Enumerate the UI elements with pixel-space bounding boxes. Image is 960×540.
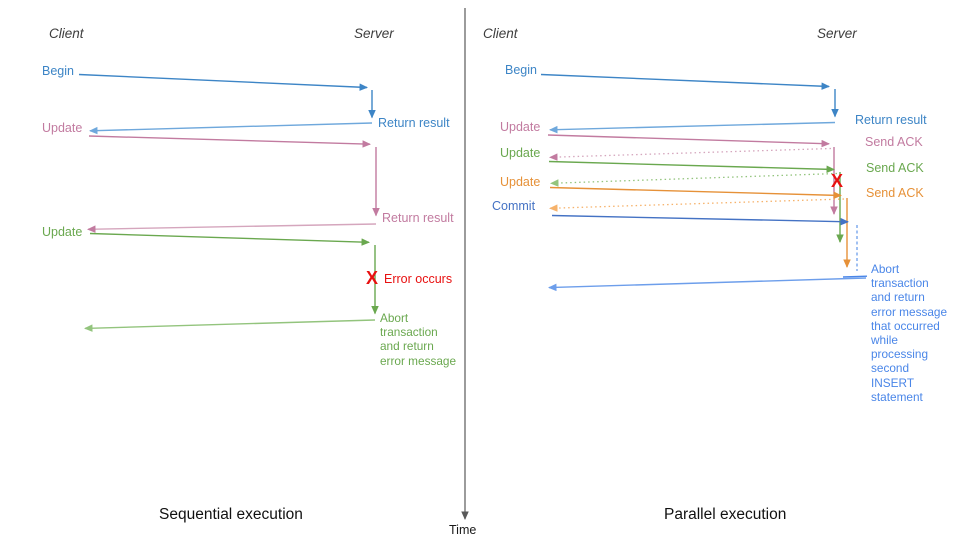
right-begin-label: Begin — [505, 63, 537, 77]
left-error-x-icon: X — [366, 268, 379, 288]
left-return-result-2-label: Return result — [382, 211, 454, 225]
right-return-result-label: Return result — [855, 113, 927, 127]
time-axis-label: Time — [449, 523, 477, 537]
right-update-1-label: Update — [500, 120, 541, 134]
right-abort-label: Abort transaction and return error messa… — [871, 262, 948, 404]
right-client-header: Client — [483, 26, 518, 41]
par-begin-flow — [540, 73, 839, 134]
right-send-ack-1-label: Send ACK — [865, 135, 923, 149]
left-begin-label: Begin — [42, 64, 74, 78]
par-update1-flow — [547, 134, 838, 215]
par-update2-flow — [548, 160, 844, 243]
seq-begin-flow — [78, 73, 376, 135]
seq-update1-flow — [87, 135, 380, 233]
left-caption: Sequential execution — [159, 506, 303, 523]
right-update-3-label: Update — [500, 175, 541, 189]
right-server-header: Server — [817, 26, 857, 41]
left-abort-label: Abort transaction and return error messa… — [380, 311, 457, 368]
left-client-header: Client — [49, 26, 84, 41]
left-update-1-label: Update — [42, 121, 83, 135]
par-update3-flow — [549, 186, 851, 268]
right-caption: Parallel execution — [664, 506, 787, 523]
seq-update2-flow — [84, 232, 379, 332]
left-update-2-label: Update — [42, 225, 83, 239]
right-send-ack-2-label: Send ACK — [866, 161, 924, 175]
par-commit-flow — [548, 214, 868, 292]
left-error-occurs-label: Error occurs — [384, 272, 453, 286]
left-server-header: Server — [354, 26, 394, 41]
right-commit-label: Commit — [492, 199, 536, 213]
right-update-2-label: Update — [500, 146, 541, 160]
right-send-ack-3-label: Send ACK — [866, 186, 924, 200]
right-error-x-icon: X — [831, 171, 844, 191]
left-return-result-1-label: Return result — [378, 116, 450, 130]
